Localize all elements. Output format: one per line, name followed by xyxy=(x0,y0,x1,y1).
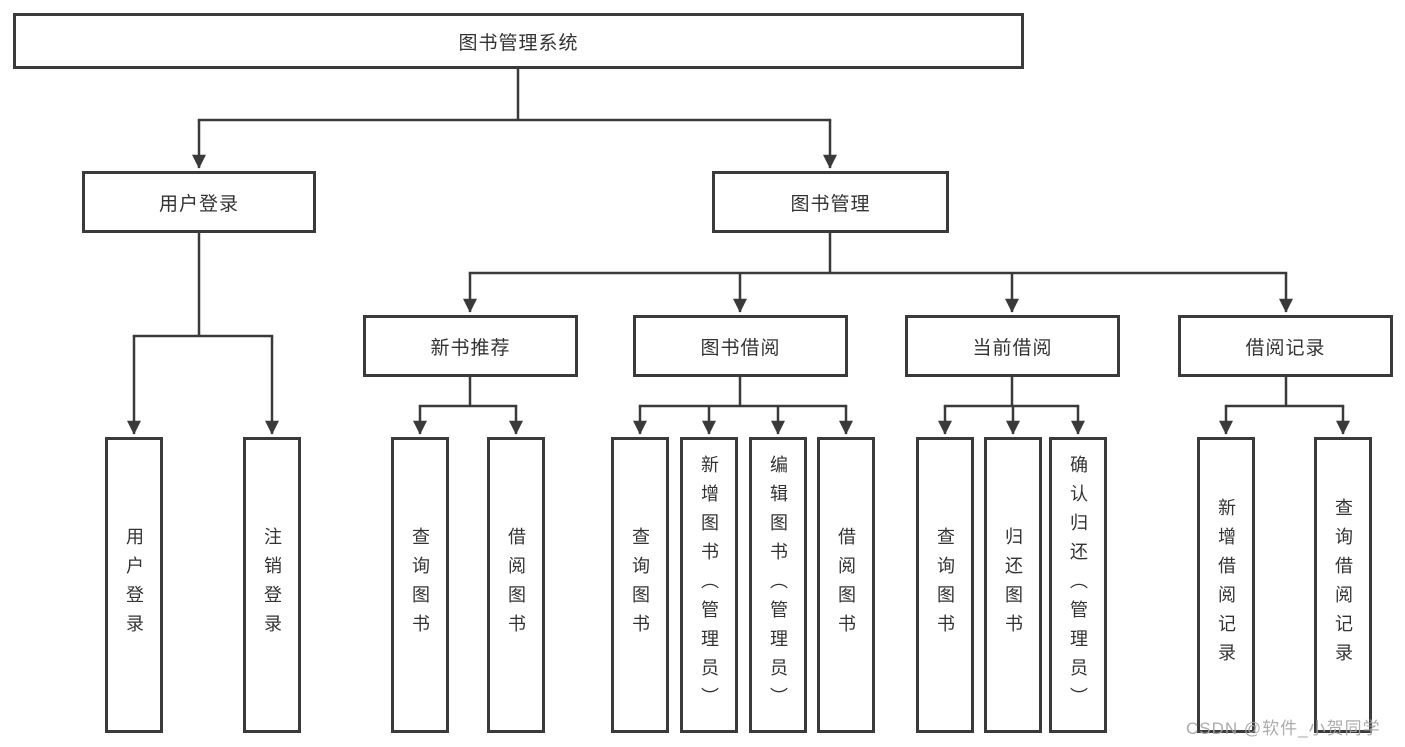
node-leaf-borrow-books-2: 借阅图书 xyxy=(817,437,875,733)
node-leaf-user-login: 用户登录 xyxy=(105,437,163,733)
node-label: 查询图书 xyxy=(935,527,955,643)
node-label: 用户登录 xyxy=(124,527,144,643)
node-leaf-return-books: 归还图书 xyxy=(984,437,1042,733)
node-label: 借阅图书 xyxy=(836,527,856,643)
node-label: 新增图书（管理员） xyxy=(699,454,719,716)
node-user-login-branch: 用户登录 xyxy=(82,171,316,233)
node-leaf-borrow-books-1: 借阅图书 xyxy=(487,437,545,733)
node-book-borrowing: 图书借阅 xyxy=(633,315,848,377)
node-leaf-query-books-3: 查询图书 xyxy=(916,437,974,733)
node-label: 借阅图书 xyxy=(506,527,526,643)
node-label: 编辑图书（管理员） xyxy=(768,454,788,716)
node-leaf-query-borrow-record: 查询借阅记录 xyxy=(1314,437,1372,733)
node-leaf-query-books-2: 查询图书 xyxy=(611,437,669,733)
node-label: 新增借阅记录 xyxy=(1216,498,1236,672)
node-label: 查询借阅记录 xyxy=(1333,498,1353,672)
node-label: 查询图书 xyxy=(410,527,430,643)
node-root: 图书管理系统 xyxy=(13,13,1024,69)
node-borrowing-records: 借阅记录 xyxy=(1178,315,1393,377)
node-leaf-query-books-1: 查询图书 xyxy=(391,437,449,733)
node-leaf-confirm-return-admin: 确认归还（管理员） xyxy=(1049,437,1107,733)
node-leaf-add-books-admin: 新增图书（管理员） xyxy=(680,437,738,733)
connector-lines xyxy=(127,69,1350,435)
node-leaf-add-borrow-record: 新增借阅记录 xyxy=(1197,437,1255,733)
node-book-management: 图书管理 xyxy=(712,171,949,233)
watermark: CSDN @软件_小贺同学 xyxy=(1186,719,1381,738)
node-current-borrowing: 当前借阅 xyxy=(905,315,1120,377)
node-leaf-logout: 注销登录 xyxy=(243,437,301,733)
node-label: 查询图书 xyxy=(630,527,650,643)
node-label: 注销登录 xyxy=(262,527,282,643)
node-leaf-edit-books-admin: 编辑图书（管理员） xyxy=(749,437,807,733)
node-new-book-recommendation: 新书推荐 xyxy=(363,315,578,377)
node-label: 确认归还（管理员） xyxy=(1068,454,1088,716)
node-label: 归还图书 xyxy=(1003,527,1023,643)
